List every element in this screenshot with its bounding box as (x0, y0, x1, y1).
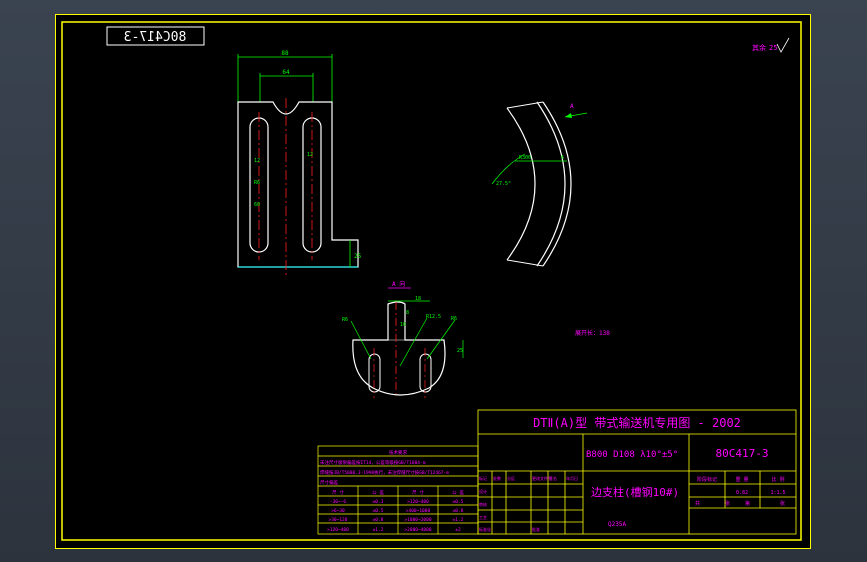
grid-label: 年月日 (566, 475, 578, 481)
mirrored-code-text: 80C417-3 (124, 30, 187, 45)
side-view-label-a: A (570, 103, 574, 110)
grid-label: 设计 (479, 488, 487, 494)
drawing-code: 80C417-3 (716, 447, 769, 460)
roughness-symbol-icon (776, 37, 790, 53)
spec-text: B800 D108 λ10°±5° (586, 450, 678, 460)
section-r6-left: R6 (342, 317, 348, 323)
grid-label: 工艺 (479, 515, 487, 520)
front-view: 88 64 25 12 12 R6 60 (237, 50, 362, 276)
tech-cell: ±1.2 (373, 527, 384, 533)
dim-inner-width: 64 (282, 69, 290, 76)
ratio-value: 1:1.5 (770, 490, 785, 496)
main-title: DTⅡ(A)型 带式输送机专用图 - 2002 (533, 415, 741, 430)
label-sheet: 张 (725, 500, 730, 507)
tech-cell: >120~400 (327, 527, 349, 533)
tech-header-1: 公 差 (372, 489, 384, 496)
grid-label: 审核 (479, 501, 487, 507)
tech-line3: 尺寸偏差 (320, 479, 338, 486)
grid-label: 签名 (549, 475, 557, 481)
dim-slot-r-left: R6 (254, 180, 260, 186)
grid-label: 标记 (479, 475, 487, 481)
section-view: A 向 R6 R6 R12.5 18 10 25 8 (342, 280, 464, 398)
tech-cell: >6~30 (331, 508, 345, 514)
mirrored-code-box: 80C417-3 (106, 26, 205, 46)
weight-value: 0.82 (736, 490, 748, 496)
section-dim-height: 25 (457, 348, 463, 354)
tech-header-2: 尺 寸 (412, 489, 424, 496)
tech-title: 技术要求 (389, 449, 407, 456)
cad-drawing: 80C417-3 其余 25 88 64 25 12 12 R6 60 (55, 14, 811, 549)
part-name: 边支柱(槽钢10#) (591, 485, 679, 499)
inner-border (61, 21, 802, 541)
title-block (477, 409, 797, 535)
material: Q235A (608, 521, 626, 528)
grid-label: 分区 (507, 475, 515, 481)
section-dim-width: 18 (415, 296, 421, 302)
tech-cell: ±2 (455, 527, 461, 533)
tech-cell: >400~1000 (406, 508, 431, 514)
section-r6-right: R6 (451, 316, 457, 322)
drawing-viewport[interactable]: 80C417-3 其余 25 88 64 25 12 12 R6 60 (55, 14, 811, 549)
tech-line1: 未注尺寸极限偏差按IT14，公差等级按GB/T1804-m (320, 459, 426, 466)
label-sheet2: 张 (780, 500, 785, 507)
tech-header-3: 公 差 (452, 489, 464, 496)
roughness-label: 其余 (752, 43, 766, 52)
label-weight: 重 量 (735, 476, 748, 483)
roughness-value: 25 (769, 44, 777, 52)
side-view-angle: 27.5° (496, 181, 511, 187)
dim-slot-len-left: 60 (254, 202, 260, 208)
tech-cell: >120~400 (407, 499, 429, 505)
tech-cell: >2000~4000 (404, 527, 431, 533)
roughness-note: 其余 25 (752, 37, 790, 53)
tech-cell: -30~-6 (330, 499, 347, 505)
tech-cell: ±0.5 (453, 499, 464, 505)
label-stage: 阶段标记 (697, 476, 717, 483)
section-dim-top: 8 (406, 310, 409, 316)
label-ratio: 比 例 (771, 476, 784, 483)
dim-bottom-height: 25 (354, 253, 362, 260)
grid-label: 更改文件号 (532, 475, 552, 481)
section-view-title: A 向 (392, 280, 405, 288)
tech-table (317, 445, 479, 535)
outer-border (55, 14, 811, 549)
tech-line2: 焊缝按JB/T5000.3-1998执行，未注焊缝尺寸按GB/T12467-m (320, 469, 449, 476)
label-page: 第 (745, 500, 750, 507)
tech-cell: ±0.5 (373, 508, 384, 514)
side-view-label-b: 6 (561, 155, 564, 161)
side-view-radius: R300 (519, 155, 531, 161)
tech-cell: >1000~2000 (404, 517, 431, 523)
tech-cell: ±0.8 (453, 508, 464, 514)
section-r-center: R12.5 (426, 314, 441, 320)
scale-note: 展开长：138 (575, 329, 610, 337)
label-total: 共 (695, 500, 700, 507)
side-view: A R300 6 27.5° (491, 101, 588, 267)
tech-cell: ±0.3 (373, 499, 384, 505)
title-block-text: DTⅡ(A)型 带式输送机专用图 - 2002 B800 D108 λ10°±5… (479, 415, 786, 532)
tech-cell: ±0.8 (373, 517, 384, 523)
section-dim-slot: 10 (400, 322, 406, 328)
grid-label: 批准 (532, 526, 540, 532)
tech-cell: >30~120 (329, 517, 348, 523)
dim-slot-label-left: 12 (254, 158, 260, 164)
tech-cell: ±1.2 (453, 517, 464, 523)
tech-table-text: 技术要求 未注尺寸极限偏差按IT14，公差等级按GB/T1804-m 焊缝按JB… (320, 449, 464, 533)
grid-label: 处数 (493, 475, 501, 481)
grid-label: 标准化 (479, 526, 491, 532)
dim-overall-width: 88 (281, 50, 289, 57)
tech-header-0: 尺 寸 (332, 489, 344, 496)
dim-slot-width: 12 (307, 152, 313, 158)
